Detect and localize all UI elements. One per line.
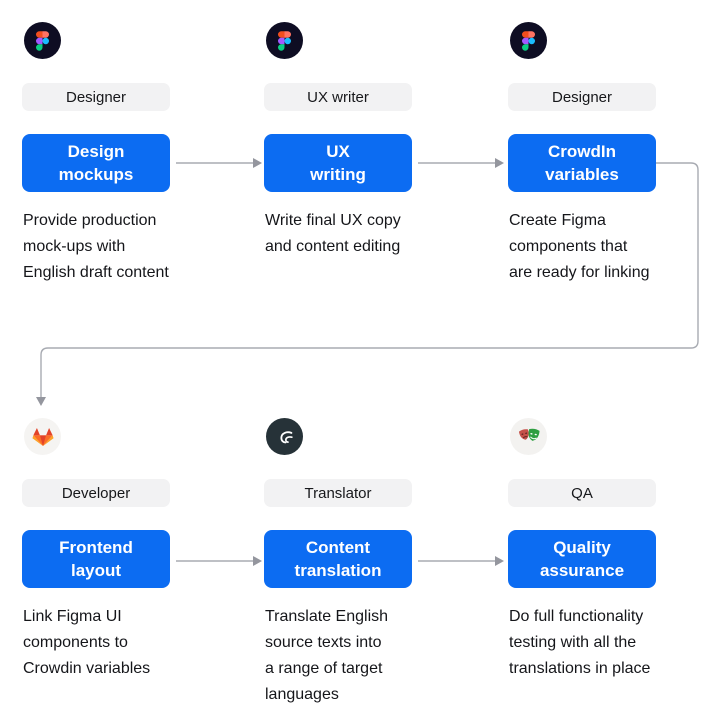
step-description: Link Figma UI components to Crowdin vari… <box>23 608 151 677</box>
frontend-layout-button[interactable]: Frontend layout <box>22 530 170 588</box>
content-translation-button[interactable]: Content translation <box>264 530 412 588</box>
step-card-frontend-layout: Developer Frontend layout Link Figma UI … <box>22 418 170 718</box>
figma-icon <box>24 22 61 59</box>
button-label-line: layout <box>70 561 122 580</box>
step-card-ux-writing: UX writer UX writing Write final UX copy… <box>264 22 412 322</box>
role-badge: Designer <box>508 83 656 111</box>
step-description: Translate English source texts into a ra… <box>265 608 389 703</box>
arrowhead-down <box>36 397 46 406</box>
role-label: Designer <box>65 88 127 106</box>
crowdin-variables-button[interactable]: CrowdIn variables <box>508 134 656 192</box>
design-mockups-button[interactable]: Design mockups <box>22 134 170 192</box>
button-label-line: Frontend <box>59 538 133 557</box>
role-badge: QA <box>508 479 656 507</box>
step-description: Write final UX copy and content editing <box>265 212 401 255</box>
button-label-line: writing <box>310 165 366 184</box>
role-badge: Designer <box>22 83 170 111</box>
gitlab-icon <box>24 418 61 455</box>
role-badge: Developer <box>22 479 170 507</box>
step-description: Do full functionality testing with all t… <box>509 608 651 677</box>
button-label-line: variables <box>545 165 619 184</box>
figma-icon <box>510 22 547 59</box>
role-label: Translator <box>304 484 372 502</box>
button-label-line: assurance <box>539 561 625 580</box>
role-label: UX writer <box>307 88 369 106</box>
arrowhead-right-1 <box>253 158 262 168</box>
qa-masks-icon <box>510 418 547 455</box>
button-label-line: Content <box>305 538 371 557</box>
ux-writing-button[interactable]: UX writing <box>264 134 412 192</box>
step-description: Create Figma components that are ready f… <box>509 212 650 281</box>
figma-icon <box>266 22 303 59</box>
arrowhead-right-3 <box>253 556 262 566</box>
step-card-content-translation: Translator Content translation Translate… <box>264 418 412 718</box>
button-label-line: translation <box>294 561 382 580</box>
arrowhead-right-4 <box>495 556 504 566</box>
role-label: Designer <box>551 88 613 106</box>
button-label-line: Design <box>67 142 125 161</box>
button-label-line: Quality <box>553 538 611 557</box>
button-label-line: CrowdIn <box>548 142 616 161</box>
arrowhead-right-2 <box>495 158 504 168</box>
step-description: Provide production mock-ups with English… <box>23 212 169 281</box>
button-label-line: mockups <box>58 165 134 184</box>
step-card-crowdin-variables: Designer CrowdIn variables Create Figma … <box>508 22 656 322</box>
role-label: QA <box>571 484 593 502</box>
quality-assurance-button[interactable]: Quality assurance <box>508 530 656 588</box>
role-badge: Translator <box>264 479 412 507</box>
role-badge: UX writer <box>264 83 412 111</box>
button-label-line: UX <box>326 142 350 161</box>
crowdin-icon <box>266 418 303 455</box>
role-label: Developer <box>61 484 131 502</box>
step-card-quality-assurance: QA Quality assurance Do full functionali… <box>508 418 656 718</box>
step-card-design-mockups: Designer Design mockups Provide producti… <box>22 22 170 322</box>
